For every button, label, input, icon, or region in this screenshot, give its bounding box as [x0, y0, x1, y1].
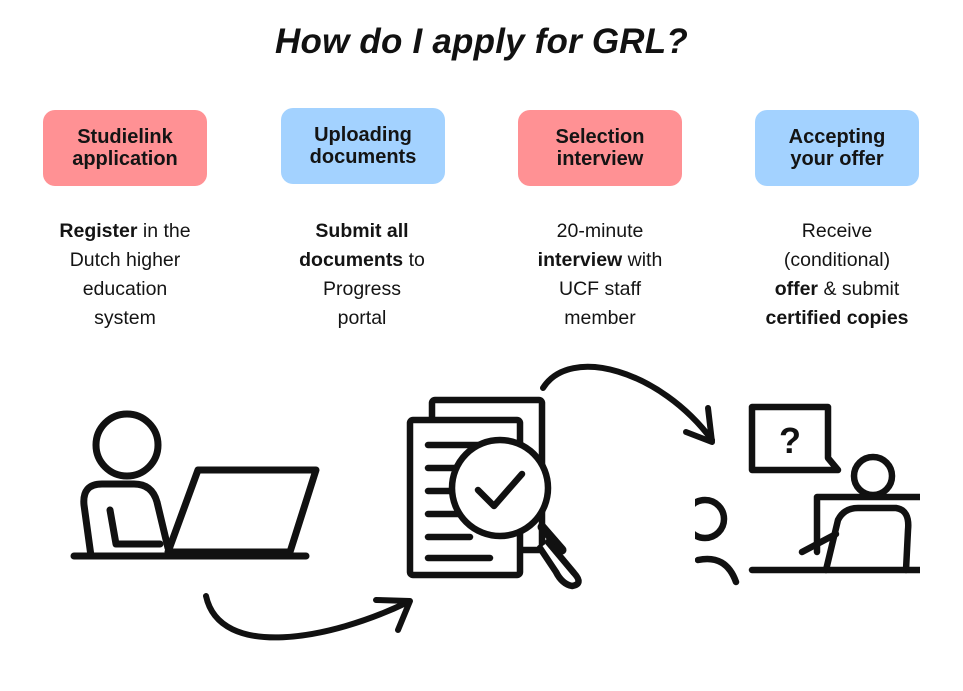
- step-label-line2: application: [72, 148, 178, 170]
- step-description-interview: 20-minute interview with UCF staff membe…: [505, 217, 695, 333]
- desc-text: & submit: [818, 278, 900, 300]
- desc-text: Progress: [322, 278, 402, 300]
- desc-text: with: [622, 249, 663, 271]
- desc-bold: documents: [299, 249, 404, 271]
- step-label-line2: your offer: [790, 148, 884, 170]
- step-label-line1: Selection: [555, 126, 645, 148]
- desc-text: Dutch higher: [69, 249, 181, 271]
- desc-text: portal: [337, 307, 387, 329]
- desc-text: in the: [137, 220, 191, 242]
- desc-text: (conditional): [783, 249, 891, 271]
- desc-text: to: [403, 249, 425, 271]
- desc-bold: interview: [537, 249, 623, 271]
- desc-text: education: [82, 278, 168, 300]
- desc-bold: Register: [59, 220, 138, 242]
- step-description-offer: Receive (conditional) offer & submit cer…: [742, 217, 932, 333]
- desc-text: 20-minute: [556, 220, 644, 242]
- document-magnifier-check-icon: [406, 396, 582, 590]
- step-label-line1: Uploading: [314, 124, 412, 146]
- flow-arrow-icon: [203, 593, 413, 641]
- desc-text: member: [564, 307, 636, 329]
- interview-conversation-icon: ?: [695, 403, 920, 586]
- person-at-laptop-icon: [70, 410, 320, 560]
- step-label-line2: documents: [309, 146, 417, 168]
- question-mark: ?: [779, 420, 801, 461]
- desc-text: system: [94, 307, 156, 329]
- step-description-submit: Submit all documents to Progress portal: [267, 217, 457, 333]
- step-description-register: Register in the Dutch higher education s…: [30, 217, 220, 333]
- desc-bold: offer: [774, 278, 819, 300]
- step-label-line1: Accepting: [788, 126, 886, 148]
- desc-text: Receive: [801, 220, 873, 242]
- step-label-line1: Studielink: [77, 126, 173, 148]
- desc-text: UCF staff: [559, 278, 641, 300]
- desc-bold: Submit all: [315, 220, 409, 242]
- flow-arrow-icon: [540, 363, 715, 445]
- desc-bold: certified copies: [765, 307, 909, 329]
- step-label-line2: interview: [556, 148, 644, 170]
- page-title: How do I apply for GRL?: [275, 22, 688, 61]
